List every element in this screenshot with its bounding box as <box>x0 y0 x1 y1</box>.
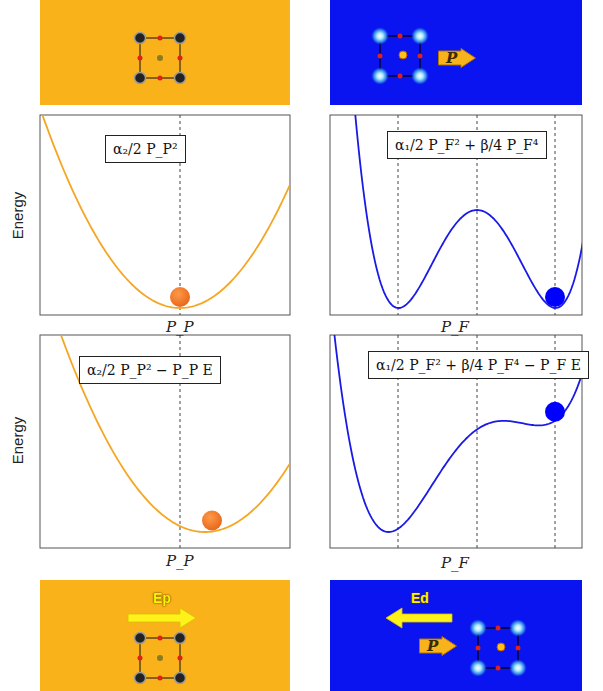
formula-box: α₂/2 P_P² <box>105 135 186 163</box>
axis-label: P_F <box>441 554 469 572</box>
state-ball <box>170 287 190 307</box>
polarization-arrow: P <box>419 636 457 656</box>
ferroelectric-band <box>330 0 582 105</box>
plot-frame <box>40 115 290 315</box>
axis-label: P_P <box>166 318 194 336</box>
field-label: Ep <box>153 590 171 606</box>
paraelectric-band <box>40 580 290 691</box>
energy-formula: α₁/2 P_F² + β/4 P_F⁴ − P_F E <box>376 357 581 373</box>
polarization-arrow: P <box>438 48 476 68</box>
state-ball <box>545 287 565 307</box>
formula-box: α₁/2 P_F² + β/4 P_F⁴ − P_F E <box>368 351 589 379</box>
energy-curve <box>330 115 582 308</box>
unit-cell-icon <box>469 619 527 677</box>
field-arrow <box>386 608 452 628</box>
axis-label: Energy <box>9 192 26 240</box>
axis-label: P_P <box>166 552 194 570</box>
energy-formula: α₂/2 P_P² <box>113 141 178 157</box>
energy-formula: α₁/2 P_F² + β/4 P_F⁴ <box>395 137 538 153</box>
energy-curve <box>40 115 290 308</box>
axis-label: P_F <box>441 318 469 336</box>
unit-cell-icon <box>371 27 429 85</box>
energy-formula: α₂/2 P_P² − P_P E <box>87 362 213 378</box>
state-ball <box>545 402 565 422</box>
field-arrow <box>128 608 196 628</box>
polarization-label: P <box>446 49 457 67</box>
polarization-label: P <box>427 637 438 655</box>
formula-box: α₂/2 P_P² − P_P E <box>79 356 221 384</box>
unit-cell-icon <box>135 633 186 684</box>
plot-frame <box>330 115 582 315</box>
paraelectric-band <box>40 0 290 105</box>
unit-cell-icon <box>135 33 186 84</box>
field-label: Ed <box>411 590 429 606</box>
formula-box: α₁/2 P_F² + β/4 P_F⁴ <box>387 131 547 159</box>
guide-line <box>555 115 556 315</box>
energy-curve <box>40 335 290 532</box>
arrow-outline <box>438 48 476 68</box>
axis-label: Energy <box>9 417 26 465</box>
state-ball <box>202 511 222 531</box>
ferroelectric-band <box>330 580 582 691</box>
arrow-outline <box>419 636 457 656</box>
